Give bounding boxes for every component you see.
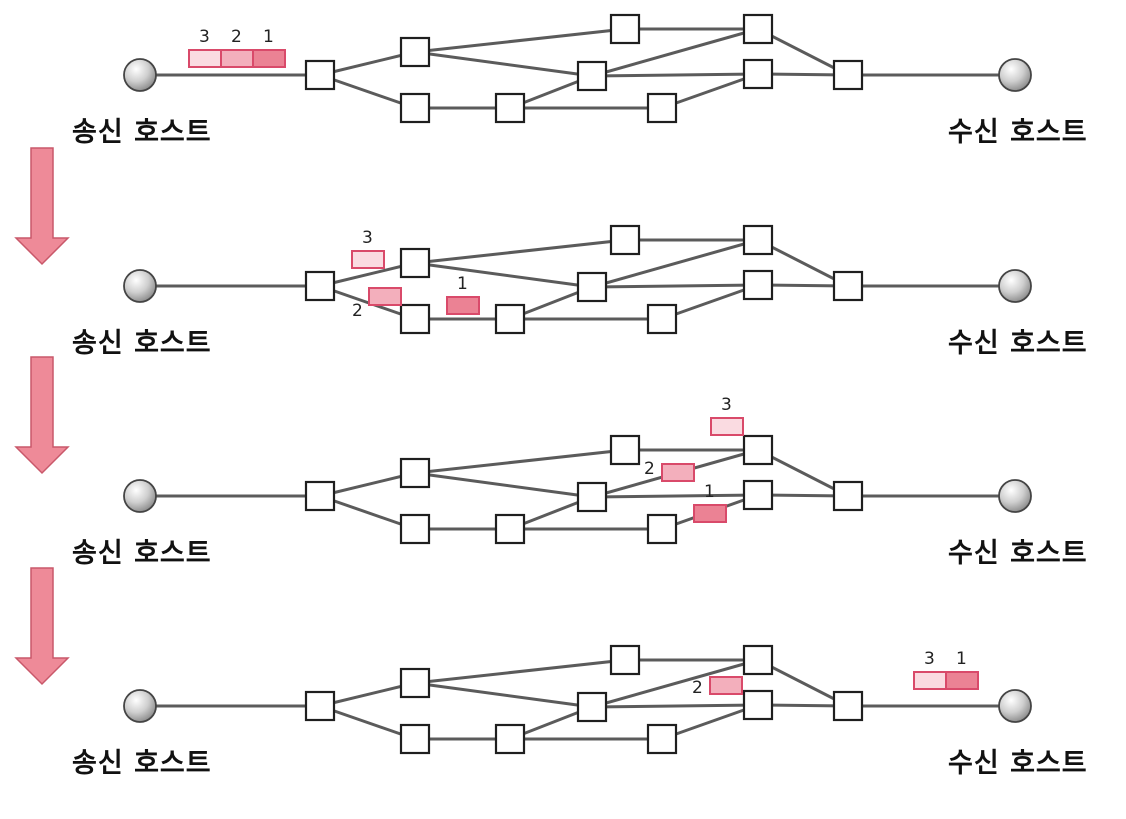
- router-node: [399, 92, 431, 124]
- receiver-host-label: 수신 호스트: [948, 328, 1088, 359]
- router-node: [609, 644, 641, 676]
- router-node: [576, 691, 608, 723]
- router-node: [576, 271, 608, 303]
- router-node: [646, 303, 678, 335]
- network-row-1: 송신 호스트 수신 호스트: [72, 13, 1088, 148]
- router-node: [609, 434, 641, 466]
- router-node: [399, 36, 431, 68]
- router-node: [576, 481, 608, 513]
- packet-number: 1: [956, 649, 967, 669]
- receiver-host-icon: [998, 58, 1032, 92]
- packet-number: 2: [352, 301, 363, 321]
- sender-host-icon: [123, 58, 157, 92]
- router-node: [646, 513, 678, 545]
- router-node: [399, 723, 431, 755]
- packet-p3: 3: [188, 27, 222, 68]
- router-node: [646, 92, 678, 124]
- packet-number: 3: [362, 228, 373, 248]
- sender-host-label: 송신 호스트: [72, 748, 212, 779]
- router-node: [304, 690, 336, 722]
- router-node: [494, 513, 526, 545]
- router-node: [609, 13, 641, 45]
- router-node: [646, 723, 678, 755]
- sender-host-icon: [123, 269, 157, 303]
- router-node: [832, 690, 864, 722]
- router-node: [399, 513, 431, 545]
- packet-number: 3: [721, 395, 732, 415]
- packet-p2: 2: [220, 27, 254, 68]
- router-node: [399, 303, 431, 335]
- router-node: [304, 59, 336, 91]
- router-node: [742, 644, 774, 676]
- sender-host-label: 송신 호스트: [72, 328, 212, 359]
- network-row-2: 송신 호스트 수신 호스트: [72, 224, 1088, 359]
- router-node: [304, 270, 336, 302]
- router-node: [832, 480, 864, 512]
- router-node: [576, 60, 608, 92]
- step-down-arrow-icon: [14, 147, 70, 266]
- receiver-host-label: 수신 호스트: [948, 538, 1088, 569]
- router-node: [399, 667, 431, 699]
- router-node: [742, 13, 774, 45]
- router-node: [494, 723, 526, 755]
- packet-number: 2: [692, 678, 703, 698]
- sender-host-icon: [123, 479, 157, 513]
- packet-p3: 3: [710, 395, 744, 436]
- sender-host-icon: [123, 689, 157, 723]
- router-node: [494, 92, 526, 124]
- receiver-host-label: 수신 호스트: [948, 117, 1088, 148]
- packet-number: 1: [457, 274, 468, 294]
- receiver-host-label: 수신 호스트: [948, 748, 1088, 779]
- router-node: [832, 59, 864, 91]
- receiver-host-icon: [998, 269, 1032, 303]
- packet-p3: 3: [351, 228, 385, 269]
- packet-number: 3: [924, 649, 935, 669]
- sender-host-label: 송신 호스트: [72, 117, 212, 148]
- sender-host-label: 송신 호스트: [72, 538, 212, 569]
- packet-number: 2: [644, 459, 655, 479]
- router-node: [742, 434, 774, 466]
- router-node: [742, 224, 774, 256]
- network-row-3: 송신 호스트 수신 호스트: [72, 434, 1088, 569]
- packet-p1: 1: [945, 649, 979, 690]
- packet-p1: 1: [446, 274, 480, 315]
- packet-p2: 2: [644, 459, 695, 482]
- router-node: [399, 247, 431, 279]
- router-node: [832, 270, 864, 302]
- router-node: [742, 269, 774, 301]
- router-node: [399, 457, 431, 489]
- receiver-host-icon: [998, 479, 1032, 513]
- packet-p2: 2: [352, 287, 402, 321]
- router-node: [742, 689, 774, 721]
- receiver-host-icon: [998, 689, 1032, 723]
- packet-number: 1: [263, 27, 274, 47]
- step-down-arrow-icon: [14, 356, 70, 475]
- packet-p1: 1: [693, 482, 727, 523]
- router-node: [494, 303, 526, 335]
- router-node: [742, 58, 774, 90]
- packet-number: 3: [199, 27, 210, 47]
- packet-p2: 2: [692, 676, 743, 698]
- network-row-4: 송신 호스트 수신 호스트: [72, 644, 1088, 779]
- step-down-arrow-icon: [14, 567, 70, 686]
- packet-p1: 1: [252, 27, 286, 68]
- router-node: [609, 224, 641, 256]
- router-node: [304, 480, 336, 512]
- packet-p3: 3: [913, 649, 947, 690]
- packet-number: 2: [231, 27, 242, 47]
- packet-number: 1: [704, 482, 715, 502]
- router-node: [742, 479, 774, 511]
